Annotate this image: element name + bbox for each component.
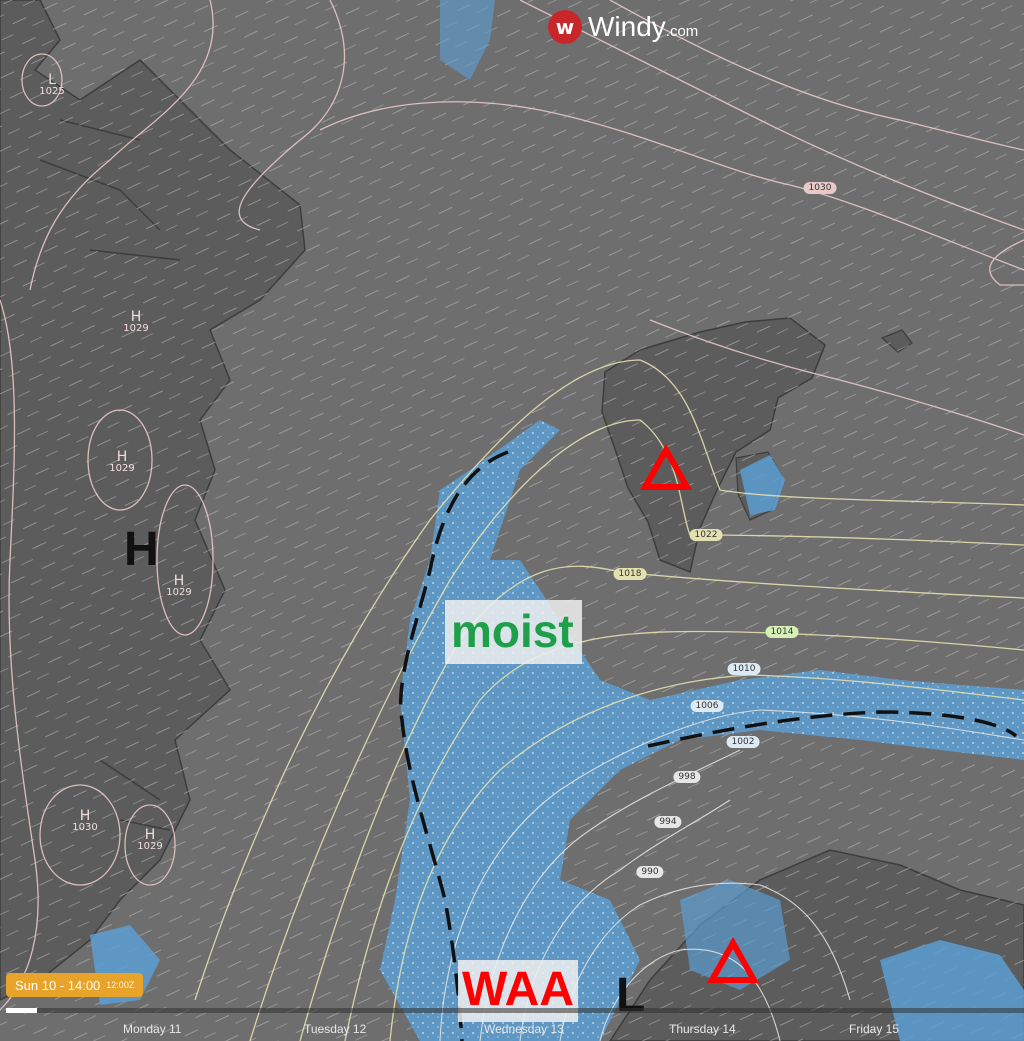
timeline-day[interactable]: Wednesday 13 (484, 1022, 564, 1036)
pressure-value: 1029 (109, 463, 135, 474)
pressure-value: 1029 (123, 323, 149, 334)
front-line-east (647, 710, 1018, 748)
logo-suffix: .com (665, 23, 699, 40)
pressure-center-high: H 1029 (166, 574, 191, 598)
current-time-zone: 12:00Z (106, 980, 135, 990)
pressure-center-low: L 1025 (39, 73, 64, 97)
triangle-markers (639, 443, 760, 983)
isobar-label: 1006 (690, 700, 724, 712)
pressure-center-high: H 1029 (109, 450, 134, 474)
pressure-letter: H (79, 808, 91, 824)
windy-logo[interactable]: w Windy .com (548, 10, 698, 44)
pressure-letter: L (48, 72, 56, 88)
isobar-label: 990 (636, 866, 664, 878)
isobar-label: 1022 (689, 529, 723, 541)
pressure-center-high: H 1029 (137, 828, 162, 852)
timeline-day[interactable]: Tuesday 12 (304, 1022, 367, 1036)
isobar-label: 1014 (765, 626, 799, 638)
pressure-center-high: H 1030 (72, 809, 97, 833)
timeline-track[interactable] (6, 1008, 1024, 1013)
pressure-value: 1025 (39, 86, 65, 97)
timeline-day[interactable]: Friday 15 (849, 1022, 900, 1036)
timeline-progress (6, 1008, 37, 1013)
timeline-day[interactable]: Thursday 14 (669, 1022, 736, 1036)
annotation-big-h: H (124, 523, 159, 576)
isobars-high (0, 0, 1024, 1011)
isobar-label: 1030 (803, 182, 837, 194)
pressure-letter: H (116, 449, 128, 465)
logo-name: Windy (588, 11, 666, 42)
pressure-letter: H (173, 573, 185, 589)
pressure-value: 1030 (72, 822, 98, 833)
precipitation-areas (90, 0, 1024, 1041)
isobar-label: 1010 (727, 663, 761, 675)
current-time-box[interactable]: Sun 10 - 14:00 12:00Z (6, 973, 144, 997)
pressure-letter: H (144, 827, 156, 843)
isobar-label: 1018 (613, 568, 647, 580)
triangle-marker (639, 443, 693, 490)
pressure-center-high: H 1029 (123, 310, 148, 334)
pressure-value: 1029 (137, 841, 163, 852)
timeline-bar[interactable]: Monday 11 Tuesday 12 Wednesday 13 Thursd… (6, 1004, 1024, 1041)
windy-logo-icon: w (548, 10, 582, 44)
pressure-value: 1029 (166, 587, 192, 598)
isobar-label: 1002 (726, 736, 760, 748)
isobar-label: 994 (654, 816, 682, 828)
timeline-day[interactable]: Monday 11 (123, 1022, 182, 1036)
isobar-label: 998 (673, 771, 701, 783)
current-time: Sun 10 - 14:00 (15, 977, 101, 993)
pressure-letter: H (130, 309, 142, 325)
annotation-moist: moist (445, 600, 582, 664)
triangle-marker (706, 936, 760, 983)
front-line-west (399, 450, 509, 1041)
